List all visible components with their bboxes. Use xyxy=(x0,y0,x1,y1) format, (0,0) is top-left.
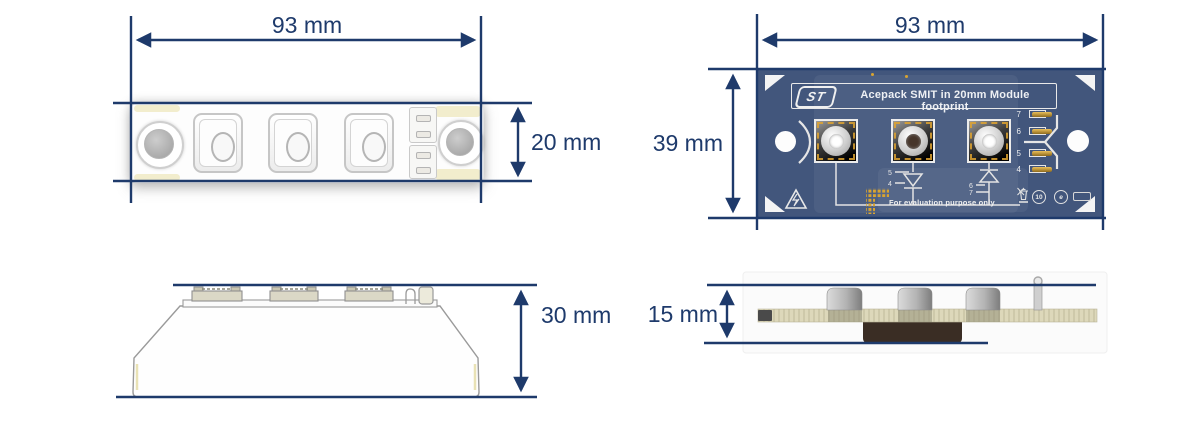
power-pad-2 xyxy=(891,119,935,163)
badge-10-icon: 10 xyxy=(1032,190,1046,204)
gate-label-4: 4 xyxy=(888,181,892,188)
gold-via-grid-horizontal xyxy=(866,188,889,197)
eval-purpose-text: For evaluation purpose only xyxy=(889,198,995,207)
thyristor-mid-gates xyxy=(895,171,909,184)
weee-bin-icon xyxy=(1017,187,1028,203)
fiducial-dot xyxy=(905,75,908,78)
pcb-dark-zone xyxy=(966,309,1000,322)
terminal-section-3-face xyxy=(350,119,388,167)
badge-e-icon: e xyxy=(1054,190,1068,204)
signal-pin-block-bottom xyxy=(409,145,437,179)
trace-common xyxy=(835,163,1020,206)
dim-label-board-width: 93 mm xyxy=(894,12,966,38)
schematic-traces xyxy=(835,163,1020,206)
pin-5 xyxy=(1032,150,1052,156)
gold-via-grid-vertical xyxy=(866,198,875,214)
side-terminals xyxy=(191,286,394,302)
left-hole-bracket xyxy=(798,120,812,164)
pcb-dark-zone xyxy=(828,309,862,322)
standoff-2 xyxy=(898,126,928,156)
signal-pin xyxy=(416,115,431,122)
right-hole-fork xyxy=(1024,115,1059,169)
dim-label-board-side-height: 15 mm xyxy=(647,301,718,327)
mounting-hole-right-bore xyxy=(446,128,474,156)
module-corner-pad xyxy=(435,106,481,117)
signal-pin xyxy=(416,131,431,138)
pad-dashed-outline xyxy=(817,122,855,160)
pad-dashed-outline xyxy=(970,122,1008,160)
side-hook-pin xyxy=(405,288,416,304)
terminal-hole-2 xyxy=(286,132,310,162)
module-corner-pad xyxy=(134,174,180,181)
module-top-view xyxy=(130,103,484,183)
silkscreen-artwork: 5 4 6 7 xyxy=(784,115,1059,214)
signal-pin xyxy=(416,167,431,174)
terminal-section-1 xyxy=(193,113,243,173)
gate-label-6: 6 xyxy=(969,183,973,190)
side-terminal-3 xyxy=(344,286,394,302)
side-terminal-1 xyxy=(191,286,243,302)
board-title: Acepack SMIT in 20mm Module footprint xyxy=(860,89,1030,113)
dim-label-module-width: 93 mm xyxy=(271,12,343,38)
pin-7 xyxy=(1032,111,1052,117)
terminal-section-3 xyxy=(344,113,394,173)
pcb-left-connector xyxy=(758,310,772,321)
gate-label-7: 7 xyxy=(969,190,973,197)
mounting-hole-left-bore xyxy=(144,129,174,159)
board-side-view xyxy=(742,271,1108,354)
module-side-view xyxy=(132,286,480,398)
power-pad-1 xyxy=(814,119,858,163)
mounting-hole-left xyxy=(136,121,184,169)
standoff-1 xyxy=(821,126,851,156)
compliance-badge xyxy=(1073,192,1091,201)
pin-6 xyxy=(1032,128,1052,134)
side-cap-pin xyxy=(418,286,434,305)
terminal-hole-3 xyxy=(362,132,386,162)
thyristor-right xyxy=(978,163,1000,205)
terminal-section-2 xyxy=(268,113,318,173)
signal-pin xyxy=(416,152,431,159)
high-voltage-warning-icon xyxy=(784,188,808,209)
board-hole-left xyxy=(775,131,796,152)
pin-number-4: 4 xyxy=(1016,165,1021,174)
standoff-3 xyxy=(974,126,1004,156)
power-pad-3 xyxy=(967,119,1011,163)
standoff-side-1 xyxy=(826,287,863,311)
lightning-bolt-icon xyxy=(791,193,800,207)
pcb-dark-zone xyxy=(898,309,932,322)
terminal-hole-1 xyxy=(211,132,235,162)
pin-number-7: 7 xyxy=(1016,110,1021,119)
pin-number-6: 6 xyxy=(1016,127,1021,136)
standoff-side-2 xyxy=(897,287,933,311)
terminal-section-2-face xyxy=(274,119,312,167)
board-hole-right xyxy=(1067,130,1089,152)
dim-label-module-side-height: 30 mm xyxy=(541,302,612,328)
standoff-1-hole xyxy=(828,133,844,149)
pin-4 xyxy=(1032,166,1052,172)
gate-label-5: 5 xyxy=(888,170,892,177)
dim-label-module-height: 20 mm xyxy=(531,129,602,155)
pin-number-5: 5 xyxy=(1016,149,1021,158)
thyristor-right-gates xyxy=(976,184,989,193)
thyristor-mid xyxy=(902,163,924,205)
signal-pin-block-top xyxy=(409,107,437,143)
fiducial-dot xyxy=(871,73,874,76)
module-body-under-pcb xyxy=(863,322,962,344)
dim-label-board-height: 39 mm xyxy=(652,130,723,156)
standoff-2-hole xyxy=(905,133,921,149)
board-title-box: ST Acepack SMIT in 20mm Module footprint xyxy=(791,83,1057,113)
eval-board-top-view: ST Acepack SMIT in 20mm Module footprint… xyxy=(757,69,1103,218)
terminal-section-1-face xyxy=(199,119,237,167)
mounting-hole-right xyxy=(438,120,484,166)
standoff-3-hole xyxy=(981,133,997,149)
module-side-edge-accent xyxy=(135,364,477,390)
side-terminal-2 xyxy=(269,286,319,302)
module-corner-pad xyxy=(134,105,180,112)
standoff-side-3 xyxy=(965,287,1001,311)
module-corner-pad xyxy=(435,169,481,180)
pad-dashed-outline xyxy=(894,122,932,160)
